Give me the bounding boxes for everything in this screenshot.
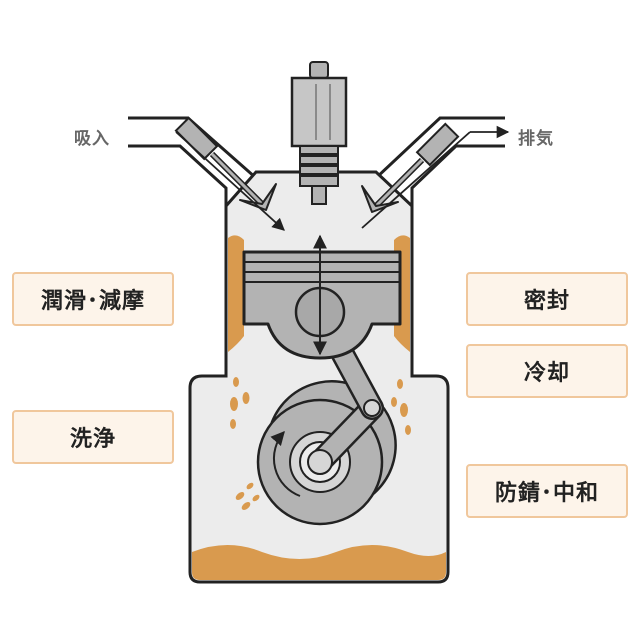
intake-label: 吸入 [74,129,110,149]
exhaust-label: 排気 [518,129,554,149]
function-cleaning: 洗浄 [12,410,174,464]
exhaust-valve [361,122,460,213]
rotation-arrow [270,430,301,497]
oil-sump [192,545,446,580]
intake-flow-arrow [175,131,285,231]
function-cooling: 冷却 [466,344,628,398]
function-rust-prevention: 防錆･中和 [466,464,628,518]
spark-plug [290,61,348,205]
function-lubrication: 潤滑･減摩 [12,272,174,326]
oil-droplets [230,377,411,510]
exhaust-flow-arrow [361,131,471,229]
exhaust-port [374,116,505,206]
function-sealing: 密封 [466,272,628,326]
oil-film-left [228,235,244,352]
